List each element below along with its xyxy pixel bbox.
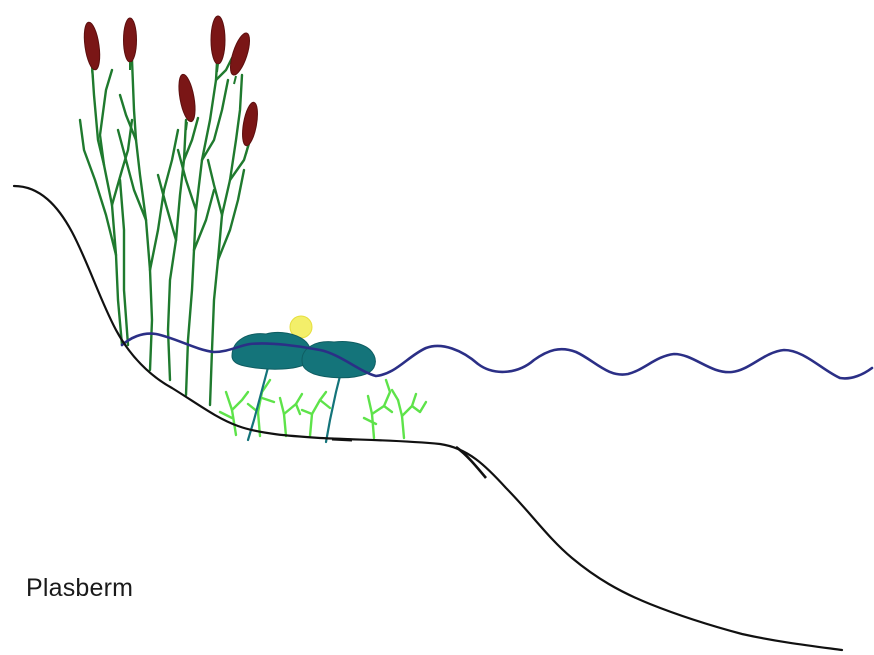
cattail-head [124, 18, 137, 62]
cattail-head [82, 21, 103, 70]
water-lilies [232, 332, 375, 377]
diagram-caption: Plasberm [26, 574, 133, 603]
cattail-head [240, 101, 260, 147]
cattail-head [227, 31, 254, 77]
cattail-head [176, 73, 198, 123]
lily-pad [232, 332, 310, 369]
cattail-head [211, 16, 225, 64]
bank-profile [14, 186, 842, 650]
